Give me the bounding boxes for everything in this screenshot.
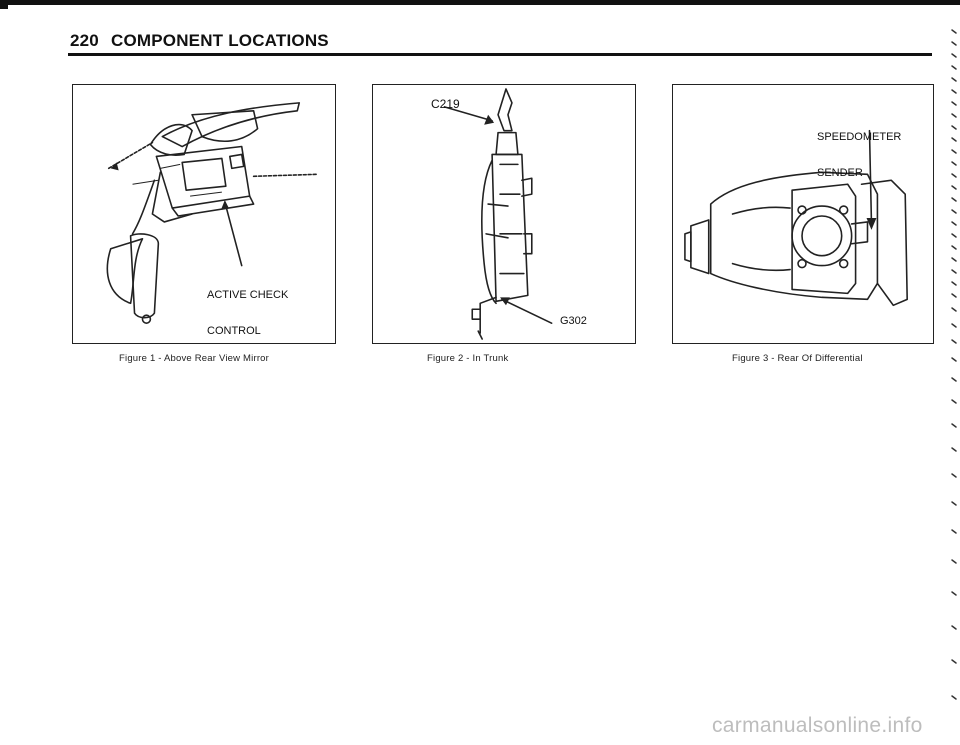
figure-1-caption: Figure 1 - Above Rear View Mirror xyxy=(119,353,270,364)
page-header: 220 COMPONENT LOCATIONS xyxy=(70,31,329,51)
figure-2-caption: Figure 2 - In Trunk xyxy=(427,353,509,364)
callout-active-check-control: ACTIVE CHECK CONTROL xyxy=(207,265,327,361)
differential-illustration xyxy=(684,129,908,307)
callout-g302: G302 xyxy=(560,315,587,327)
figure-2-in-trunk: C219 G302 xyxy=(372,84,636,344)
trunk-illustration xyxy=(443,88,553,340)
page-number: 220 xyxy=(70,31,99,50)
callout-speedometer-sender: SPEEDOMETER SENDER xyxy=(817,107,901,203)
figure-3-caption: Figure 3 - Rear Of Differential xyxy=(732,353,863,364)
section-title: COMPONENT LOCATIONS xyxy=(110,31,329,50)
callout-line-2: CONTROL xyxy=(207,325,261,337)
callout-c219: C219 xyxy=(431,97,460,111)
scan-edge-marks xyxy=(951,29,957,700)
watermark: carmanualsonline.info xyxy=(712,714,923,737)
header-rule xyxy=(68,53,932,56)
figure-1-rear-view-mirror: ACTIVE CHECK CONTROL xyxy=(72,84,336,344)
top-border-notch xyxy=(0,5,8,9)
figure-3-rear-of-differential: SPEEDOMETER SENDER xyxy=(672,84,934,344)
callout-line-1: SPEEDOMETER xyxy=(817,131,902,143)
mirror-illustration xyxy=(106,102,318,324)
top-border-bar xyxy=(0,0,960,5)
callout-line-1: ACTIVE CHECK xyxy=(207,289,289,301)
callout-line-2: SENDER xyxy=(817,167,863,179)
